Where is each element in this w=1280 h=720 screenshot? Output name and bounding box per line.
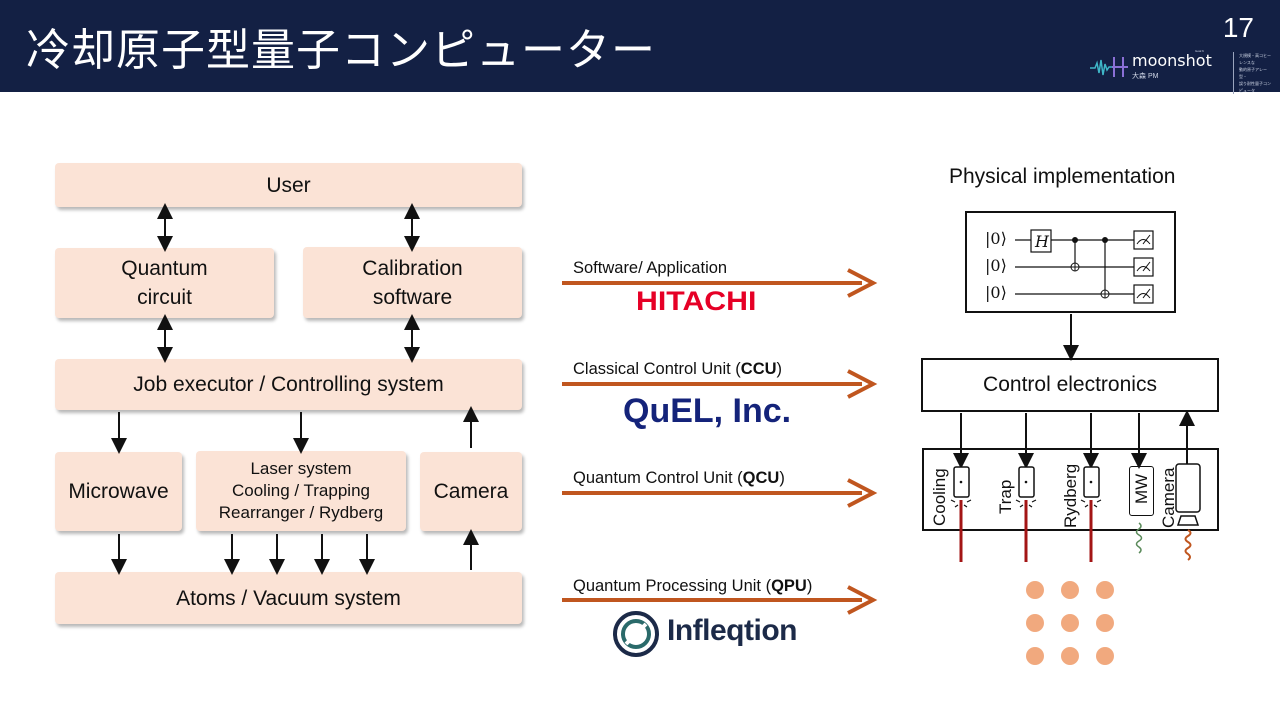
control-electronics-box: Control electronics [921, 358, 1219, 412]
atom-dot [1026, 581, 1044, 599]
layer-abbr: QCU [742, 469, 780, 487]
waveform-logo-icon [1090, 57, 1128, 77]
channel-label-camera: Camera [1159, 467, 1178, 528]
measurement-icon [1133, 230, 1154, 250]
layer-label-qpu: Quantum Processing Unit (QPU) [573, 577, 813, 595]
layer-label-software: Software/ Application [573, 259, 727, 278]
control-electronics-label: Control electronics [983, 373, 1157, 396]
quantum-circuit-label-1: Quantum [121, 257, 208, 280]
user-box: User [55, 163, 522, 207]
channel-label-trap: Trap [996, 479, 1015, 514]
page-number: 17 [1222, 12, 1254, 43]
measurement-icon [1133, 284, 1154, 304]
layer-label-ccu: Classical Control Unit (CCU) [573, 360, 783, 378]
calibration-software-box: Calibration software [303, 247, 522, 318]
atom-dot [1026, 614, 1044, 632]
laser-label-3: Rearranger / Rydberg [218, 503, 384, 522]
slide-title: 冷却原子型量子コンピューター [26, 25, 656, 76]
atom-dot [1026, 647, 1044, 665]
quantum-circuit-label-2: circuit [137, 286, 192, 309]
atom-dot [1061, 581, 1079, 599]
channel-label-rydberg: Rydberg [1061, 463, 1080, 528]
atom-dot [1096, 614, 1114, 632]
layer-abbr: CCU [740, 360, 777, 378]
circuit-wires [1015, 229, 1154, 304]
atom-dot [1061, 614, 1079, 632]
quel-logo: QuEL, Inc. [623, 392, 792, 430]
quantum-circuit-box: Quantum circuit [55, 248, 274, 318]
laser-label-2: Cooling / Trapping [232, 481, 370, 500]
measurement-icon [1133, 257, 1154, 277]
layer-label-qcu: Quantum Control Unit (QCU) [573, 469, 785, 487]
layer-abbr: QPU [771, 577, 807, 595]
slide-header: 冷却原子型量子コンピューター 17 moonshot 大森 PM 大規模・高コヒ… [0, 0, 1280, 94]
camera-box: Camera [420, 452, 522, 531]
channel-label-cooling: Cooling [930, 468, 949, 526]
atoms-vacuum-label: Atoms / Vacuum system [176, 586, 401, 610]
hitachi-logo: HITACHI [636, 286, 757, 316]
logo-wordmark: moonshot [1132, 51, 1212, 70]
calibration-label-1: Calibration [362, 256, 463, 280]
layer-label-text: Quantum Control Unit ( [573, 469, 743, 487]
logo-sub: 大森 PM [1132, 73, 1159, 80]
physical-implementation-title: Physical implementation [949, 165, 1176, 188]
layer-label-text: Software/ Application [573, 259, 728, 277]
infleqtion-mark-icon [613, 611, 659, 657]
infleqtion-logo: Infleqtion [667, 614, 797, 647]
ket-zero: |0⟩ [985, 283, 1007, 302]
user-label: User [266, 173, 311, 197]
atom-array [1026, 581, 1114, 665]
microwave-label: Microwave [68, 480, 169, 503]
logo-tagline-line: 誤り耐性量子コンピュータ [1239, 81, 1271, 93]
camera-label: Camera [433, 480, 509, 503]
quantum-circuit-diagram: |0⟩ |0⟩ |0⟩ H [965, 211, 1176, 313]
ket-zero: |0⟩ [985, 229, 1007, 248]
logo-tagline: 大規模・高コヒーレンスな 動的原子アレー型・ 誤り耐性量子コンピュータ [1233, 52, 1273, 94]
atoms-vacuum-box: Atoms / Vacuum system [55, 572, 522, 624]
laser-system-box: Laser system Cooling / Trapping Rearrang… [196, 451, 406, 531]
atom-dot [1061, 647, 1079, 665]
moonshot-logo: moonshot 大森 PM 大規模・高コヒーレンスな 動的原子アレー型・ 誤り… [1090, 50, 1271, 94]
hadamard-label: H [1035, 232, 1049, 251]
job-executor-box: Job executor / Controlling system [55, 359, 522, 410]
microwave-box: Microwave [55, 452, 182, 531]
laser-label-1: Laser system [250, 459, 352, 478]
channel-label-mw: MW [1132, 473, 1151, 504]
hardware-channels-box: Cooling Trap Rydberg MW Camera [922, 448, 1219, 531]
logo-goal: Goal 6 [1195, 49, 1204, 53]
atom-dot [1096, 581, 1114, 599]
mw-box: MW [1129, 466, 1154, 516]
hadamard-gate [1030, 229, 1052, 253]
layer-label-text: Classical Control Unit ( [573, 360, 741, 378]
job-executor-label: Job executor / Controlling system [133, 373, 444, 396]
logo-tagline-line: 動的原子アレー型・ [1239, 67, 1267, 79]
calibration-label-2: software [372, 285, 453, 309]
atom-dot [1096, 647, 1114, 665]
layer-label-text: Quantum Processing Unit ( [573, 577, 772, 595]
logo-tagline-line: 大規模・高コヒーレンスな [1239, 53, 1271, 65]
ket-zero: |0⟩ [985, 256, 1007, 275]
